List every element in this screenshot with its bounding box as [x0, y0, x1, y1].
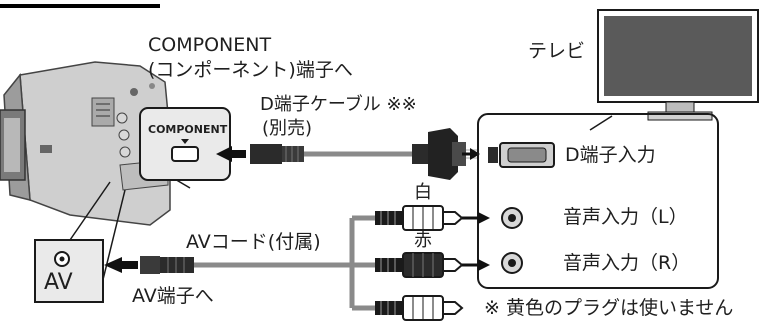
component-jack-icon [171, 146, 199, 162]
rca-plug-icon [375, 295, 464, 321]
audio-l-label: 音声入力（L） [563, 206, 688, 228]
av-cord-label: AVコード(付属) [186, 231, 321, 253]
d-terminal-jack-icon [488, 142, 555, 168]
d-cable-label: D端子ケーブル ※※ [260, 94, 417, 115]
rca-plug-icon [375, 205, 464, 231]
tv-input-panel [477, 113, 719, 289]
red-plug-label: 赤 [414, 230, 432, 251]
av-to-label: AV端子へ [132, 285, 214, 307]
white-plug-label: 白 [414, 182, 432, 203]
rca-jack-icon [501, 252, 523, 274]
d-cable-note-label: (別売) [262, 118, 313, 139]
tv-label: テレビ [528, 40, 586, 62]
component-title-label: COMPONENT [148, 34, 272, 56]
av-port-callout [34, 239, 104, 303]
d-terminal-plug-icon [250, 144, 304, 164]
component-port-label: COMPONENT [148, 123, 228, 136]
rca-plug-icon [375, 252, 464, 278]
av-port-label: AV [44, 270, 73, 295]
d-terminal-plug-icon [412, 128, 478, 180]
audio-r-label: 音声入力（R） [563, 252, 691, 274]
yellow-plug-note: ※ 黄色のプラグは使いません [484, 297, 734, 319]
mini-plug-icon [140, 256, 194, 274]
component-sub-label: (コンポーネント)端子へ [148, 59, 353, 81]
rca-jack-icon [501, 207, 523, 229]
tv-icon [597, 9, 759, 121]
d-input-label: D端子入力 [565, 144, 656, 166]
